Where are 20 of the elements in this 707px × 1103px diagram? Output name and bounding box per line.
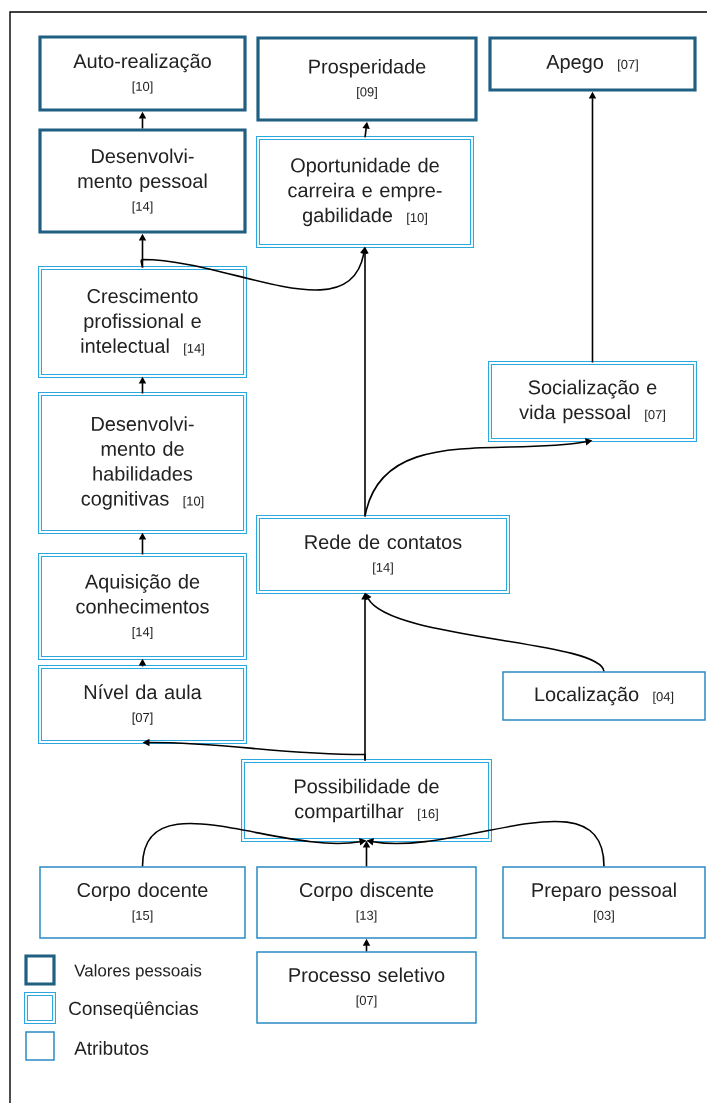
value-box: Prosperidade [09] [256, 36, 478, 122]
value-box: Apego [07] [488, 36, 697, 92]
consequence-box: Socialização e vida pessoal [07] [488, 361, 697, 442]
value-box: Auto-realização [10] [38, 35, 247, 112]
consequence-box: Aquisição de conhecimentos [14] [38, 553, 247, 660]
consequence-box: Possibilidade de compartilhar [16] [241, 759, 492, 842]
consequence-box: Crescimento profissional e intelectual [14] [38, 266, 247, 378]
consequence-box: Nível da aula [07] [38, 665, 247, 744]
attribute-box: Preparo pessoal [03] [502, 866, 706, 939]
consequence-box: Rede de contatos [14] [256, 515, 510, 594]
value-box: Desenvolvi- mento pessoal [14] [38, 128, 247, 234]
legend-text: Valores pessoais [74, 964, 202, 980]
consequence-box: Desenvolvi- mento de habilidades cognitivas [10] [38, 392, 247, 534]
attribute-box: Corpo docente [15] [39, 866, 246, 939]
legend-text: Atributos [74, 1041, 149, 1055]
consequence-box: Oportunidade de carreira e empre- gabilidade [10] [256, 136, 474, 248]
attribute-box: Processo seletivo [07] [256, 951, 477, 1024]
legend-text: Conseqüências [69, 1001, 198, 1019]
attribute-box: Corpo discente [13] [256, 866, 477, 939]
attribute-box: Localização [04] [502, 671, 706, 721]
